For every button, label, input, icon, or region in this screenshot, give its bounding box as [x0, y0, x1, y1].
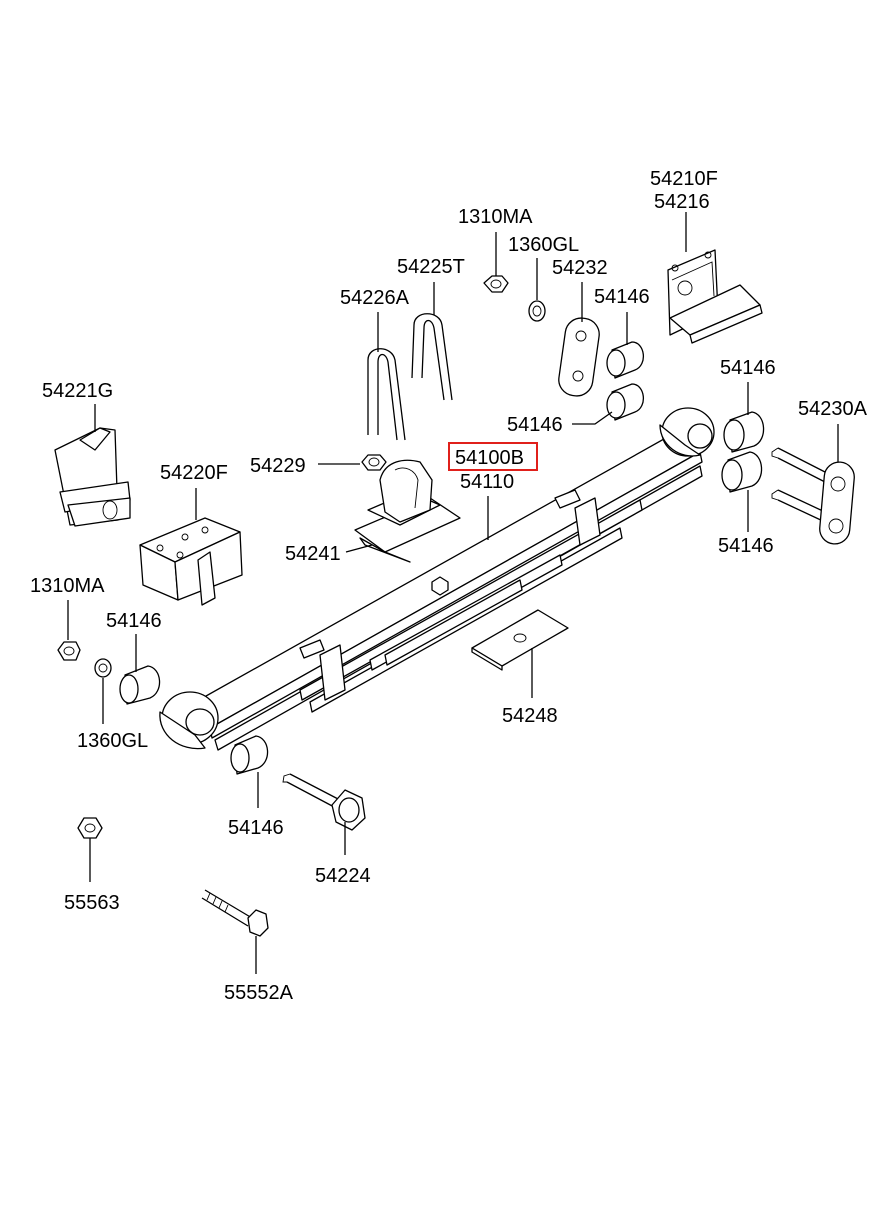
hanger-bracket-drawing: [667, 249, 763, 344]
label-54220F[interactable]: 54220F: [160, 462, 228, 484]
bolt-55552A-drawing: [201, 889, 269, 937]
label-54230A[interactable]: 54230A: [798, 398, 868, 420]
bracket-54220F-drawing: [139, 517, 243, 606]
bushing-left-drawing: [119, 665, 161, 705]
bushing-top-1-drawing: [606, 341, 644, 379]
leader-lines: [67, 212, 839, 974]
label-55563[interactable]: 55563: [64, 892, 120, 914]
label-54146-b[interactable]: 54146: [720, 357, 776, 379]
washer-1360GL-left-drawing: [94, 658, 112, 678]
label-1360GL-top[interactable]: 1360GL: [508, 234, 579, 256]
leaf-spring-drawing: [159, 407, 715, 751]
label-54232[interactable]: 54232: [552, 257, 608, 279]
nut-54229-drawing: [361, 454, 387, 471]
nut-1310MA-left-drawing: [57, 641, 81, 661]
bushing-right-1-drawing: [723, 411, 765, 453]
label-54210F[interactable]: 54210F: [650, 168, 718, 190]
label-1310MA-left[interactable]: 1310MA: [30, 575, 105, 597]
bushing-lower-drawing: [230, 735, 269, 775]
shackle-pin-54224-drawing: [282, 773, 366, 831]
nut-1310MA-top-drawing: [483, 275, 509, 293]
washer-1360GL-top-drawing: [528, 300, 546, 322]
label-54216[interactable]: 54216: [654, 191, 710, 213]
label-54225T[interactable]: 54225T: [397, 256, 465, 278]
label-54226A[interactable]: 54226A: [340, 287, 410, 309]
hanger-54221G-drawing: [54, 427, 131, 527]
part-labels: 54210F 54216 1310MA 1360GL 54225T 54232 …: [30, 168, 868, 1004]
bumper-bracket-drawing: [354, 459, 461, 563]
label-54221G[interactable]: 54221G: [42, 380, 113, 402]
label-55552A[interactable]: 55552A: [224, 982, 294, 1004]
label-54146-a[interactable]: 54146: [594, 286, 650, 308]
u-bolt-2-drawing: [411, 313, 453, 401]
label-54229[interactable]: 54229: [250, 455, 306, 477]
shackle-54230A-drawing: [771, 447, 855, 545]
label-54146-c[interactable]: 54146: [507, 414, 563, 436]
label-54146-e[interactable]: 54146: [106, 610, 162, 632]
plate-54248-drawing: [471, 609, 569, 671]
label-54241[interactable]: 54241: [285, 543, 341, 565]
u-bolt-1-drawing: [367, 348, 406, 441]
label-54110[interactable]: 54110: [460, 471, 514, 493]
highlight-box-54100B: [448, 442, 538, 471]
bushing-top-2-drawing: [606, 383, 644, 421]
label-54146-f[interactable]: 54146: [228, 817, 284, 839]
shackle-plate-drawing: [558, 317, 600, 397]
label-1310MA-top[interactable]: 1310MA: [458, 206, 533, 228]
bushing-right-2-drawing: [721, 451, 763, 493]
label-54146-d[interactable]: 54146: [718, 535, 774, 557]
nut-55563-drawing: [77, 817, 103, 839]
label-54248[interactable]: 54248: [502, 705, 558, 727]
label-54100B[interactable]: 54100B: [455, 447, 524, 469]
label-1360GL-left[interactable]: 1360GL: [77, 730, 148, 752]
label-54224[interactable]: 54224: [315, 865, 371, 887]
